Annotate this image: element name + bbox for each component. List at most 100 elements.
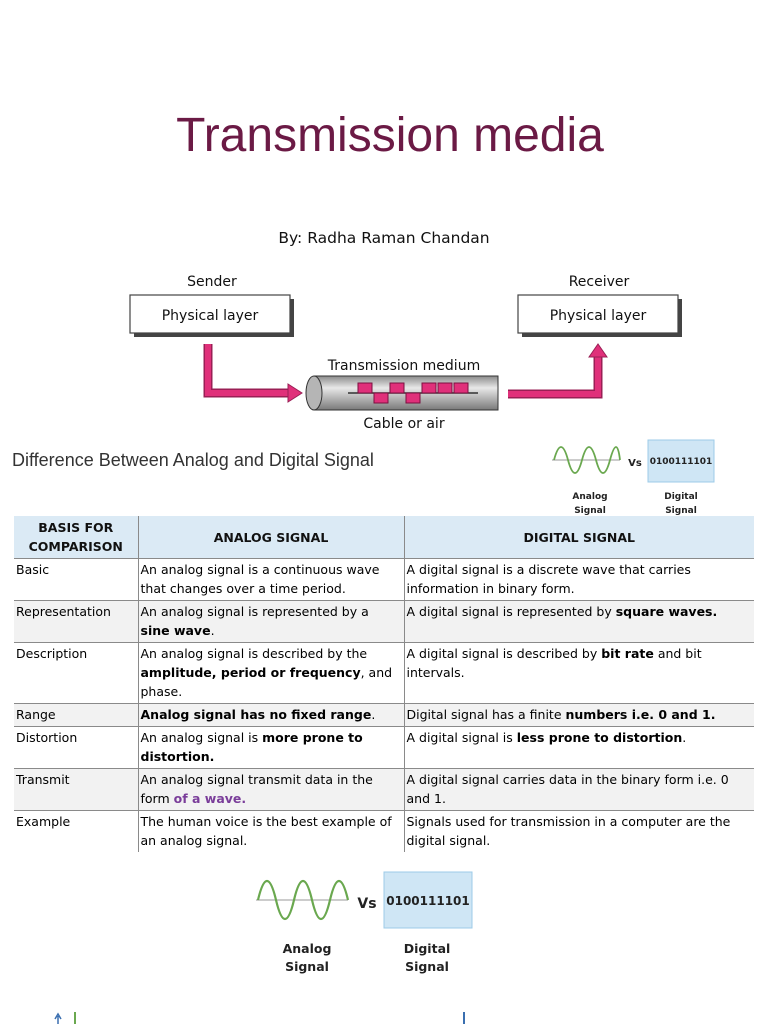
digital-label-line2-large: Signal [405,959,449,974]
cell-text: An analog signal is [140,730,263,745]
cell-basis: Distortion [14,726,138,769]
cell-analog: An analog signal is more prone to distor… [137,726,404,769]
comparison-table: BASIS FOR COMPARISON ANALOG SIGNAL DIGIT… [14,516,754,852]
cell-text: sine wave [140,623,211,638]
cell-basis: Transmit [14,768,138,811]
cell-text: numbers i.e. 0 and 1. [565,707,716,722]
cell-text: . [210,623,215,638]
cell-text: more prone to distortion. [140,730,363,764]
digital-label-line2: Signal [665,506,697,516]
cell-basis: Representation [14,600,138,643]
cell-text: An analog signal transmit data in the fo… [140,772,373,806]
digital-label-line1: Digital [664,492,698,502]
receiver-arrow [508,356,601,397]
cell-text: A digital signal is described by [406,646,602,661]
cropped-arrow-icon [54,1012,62,1024]
cell-text: Analog signal has no fixed range [140,707,372,722]
cell-text: Signals used for transmission in a compu… [406,814,731,848]
page-title: Transmission media [176,109,604,162]
digital-label-line1-large: Digital [404,941,451,956]
header-basis: BASIS FOR COMPARISON [14,516,138,559]
header-digital: DIGITAL SIGNAL [403,516,754,559]
cell-digital: A digital signal is less prone to distor… [403,726,754,769]
author-line: By: Radha Raman Chandan [278,229,490,247]
analog-wave-icon-large [256,879,350,921]
cell-text: and bit intervals. [406,646,702,680]
cell-text: square waves. [615,604,718,619]
cell-text: A digital signal is represented by [406,604,616,619]
analog-label-line1: Analog [572,492,607,502]
cell-digital: A digital signal is described by bit rat… [403,642,754,704]
vs-label-large: Vs [357,896,376,912]
cell-text: . [371,707,376,722]
cell-basis: Description [14,642,138,704]
signal-comparison-icon-large: Vs 0100111101 Analog Signal Digital Sign… [256,871,473,974]
cell-text: An analog signal is a continuous wave th… [140,562,380,596]
receiver-label: Receiver [569,274,630,290]
cell-text: The human voice is the best example of a… [140,814,392,848]
signal-comparison-icon-small: Vs 0100111101 Analog Signal Digital Sign… [552,439,715,516]
transmission-diagram: Sender Physical layer Receiver Physical … [129,274,682,432]
cell-text: A digital signal is a discrete wave that… [406,562,691,596]
sender-box-label: Physical layer [162,308,259,324]
sender-arrow-outline [203,344,290,398]
sender-label: Sender [187,274,237,290]
cell-analog: An analog signal transmit data in the fo… [137,768,404,811]
cell-text: A digital signal is [406,730,517,745]
digital-box-large [383,871,473,929]
cell-text: An analog signal is described by the [140,646,368,661]
table-header-row: BASIS FOR COMPARISON ANALOG SIGNAL DIGIT… [14,516,754,559]
sender-box [129,294,291,334]
analog-label-line2-large: Signal [285,959,329,974]
cell-basis: Example [14,810,138,852]
cell-basis: Basic [14,558,138,601]
receiver-box [517,294,679,334]
cable-signal-bits [357,382,469,404]
medium-caption: Cable or air [363,416,444,432]
cable-end [305,375,323,411]
cell-basis: Range [14,703,138,727]
cell-text: . [682,730,687,745]
cell-analog: An analog signal is described by the amp… [137,642,404,704]
cell-text: bit rate [601,646,654,661]
cell-text: less prone to distortion [516,730,683,745]
medium-label: Transmission medium [327,358,480,374]
cell-digital: Signals used for transmission in a compu… [403,810,754,852]
cell-analog: An analog signal is a continuous wave th… [137,558,404,601]
cell-analog: An analog signal is represented by a sin… [137,600,404,643]
cell-text: of a wave. [173,791,247,806]
section-subtitle: Difference Between Analog and Digital Si… [12,450,374,470]
cell-digital: Digital signal has a finite numbers i.e.… [403,703,754,727]
cell-digital: A digital signal is a discrete wave that… [403,558,754,601]
cell-text: Digital signal has a finite [406,707,566,722]
cell-text: An analog signal is represented by a [140,604,369,619]
cell-analog: Analog signal has no fixed range. [137,703,404,727]
receiver-box-label: Physical layer [550,308,647,324]
analog-label-line1-large: Analog [283,941,332,956]
cell-digital: A digital signal carries data in the bin… [403,768,754,811]
digital-value: 0100111101 [650,457,713,467]
sender-arrow [205,344,290,396]
vs-label: Vs [628,458,642,469]
digital-box [647,439,715,483]
sender-arrow-head [287,383,303,403]
cell-text: A digital signal carries data in the bin… [406,772,729,806]
analog-label-line2: Signal [574,506,606,516]
receiver-arrow-head [588,343,608,358]
analog-wave-icon [553,446,621,474]
receiver-arrow-outline [508,356,603,399]
cell-text: amplitude, period or frequency [140,665,361,680]
cell-text: , and phase. [140,665,393,699]
cell-digital: A digital signal is represented by squar… [403,600,754,643]
bottom-cropped-marks [54,1012,465,1024]
header-analog: ANALOG SIGNAL [137,516,404,559]
digital-value-large: 0100111101 [386,894,470,908]
